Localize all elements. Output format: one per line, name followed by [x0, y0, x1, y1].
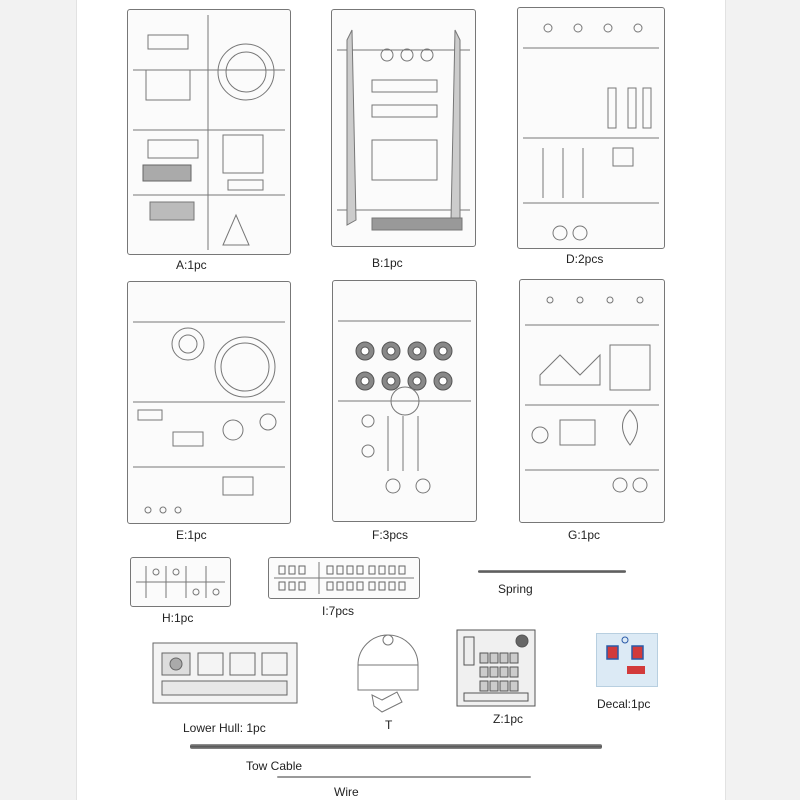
sprue-d-parts	[523, 23, 659, 241]
sprue-b	[331, 9, 476, 247]
tow-cable-part	[190, 744, 602, 749]
sprue-a-parts	[133, 15, 285, 250]
sprue-d	[517, 7, 665, 249]
sprue-f-parts	[338, 320, 471, 494]
sprue-g-label: G:1pc	[568, 528, 601, 542]
shield-decal-left	[606, 645, 619, 660]
sprue-h-parts	[136, 566, 225, 598]
sprue-i-label: I:7pcs	[322, 604, 355, 618]
sprue-f	[332, 280, 477, 522]
photo-etch-fret	[456, 629, 536, 707]
shield-decal-right	[631, 645, 644, 660]
sprue-d-label: D:2pcs	[566, 252, 604, 266]
sprue-i-parts	[274, 562, 414, 594]
sprue-b-parts	[337, 29, 470, 231]
roundel-decal	[621, 636, 629, 644]
sprue-f-label: F:3pcs	[372, 528, 409, 542]
sprue-e	[127, 281, 291, 524]
decal-label: Decal:1pc	[597, 697, 651, 711]
sprue-a	[127, 9, 291, 255]
spring-part	[478, 570, 626, 573]
sprue-a-label: A:1pc	[176, 258, 207, 272]
turret-part-t	[352, 620, 424, 715]
lower-hull-part	[150, 633, 300, 713]
lower-hull-label: Lower Hull: 1pc	[183, 721, 266, 735]
sprue-h	[130, 557, 231, 607]
sprue-h-label: H:1pc	[162, 611, 194, 625]
wire-part	[277, 776, 531, 778]
wire-label: Wire	[334, 785, 359, 799]
sprue-e-label: E:1pc	[176, 528, 207, 542]
spring-label: Spring	[498, 582, 533, 596]
sprue-i	[268, 557, 420, 599]
sprue-g	[519, 279, 665, 523]
sprue-g-parts	[525, 296, 659, 493]
plate-decal	[627, 666, 645, 674]
sprue-b-label: B:1pc	[372, 256, 403, 270]
decal-markings	[606, 636, 645, 674]
photo-etch-label: Z:1pc	[493, 712, 524, 726]
tow-cable-label: Tow Cable	[246, 759, 303, 773]
sprue-e-parts	[133, 321, 285, 514]
decal-sheet	[596, 633, 658, 687]
turret-part-label: T	[385, 718, 393, 732]
